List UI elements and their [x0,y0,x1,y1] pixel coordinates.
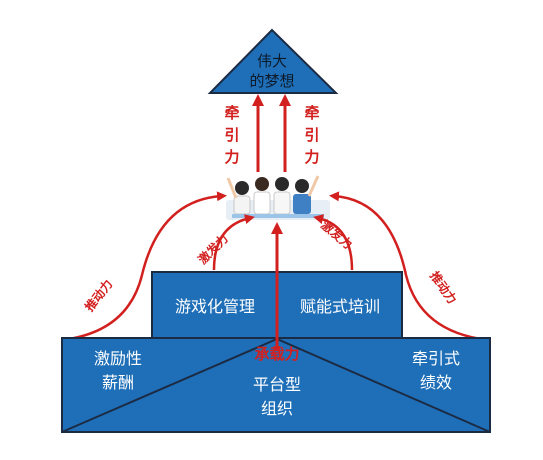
pull-label-right-2: 引 [304,126,319,144]
pull-label-left-2: 引 [224,126,239,144]
push-arrow-left [61,191,227,342]
apex-triangle [207,28,339,94]
inspire-arrow-right [313,214,354,271]
inspire-label-left: 激发力 [195,231,231,267]
base-center-line1: 平台型 [253,375,301,394]
pull-label-right-3: 力 [304,148,319,166]
inspire-label-right: 激发力 [318,217,355,252]
inspire-arrow-left [212,214,255,271]
base-left-line2: 薪酬 [102,373,134,392]
base-left-line1: 激励性 [94,349,142,368]
pull-label-right-1: 牵 [304,104,319,122]
pull-label-left-3: 力 [224,148,239,166]
base-center-line2: 组织 [261,399,293,418]
push-arrow-right [329,191,489,342]
apex-label-line1: 伟大 [257,52,287,70]
base-inner-triangle [61,337,491,433]
middle-label-left: 游戏化管理 [175,297,255,316]
base-right-line2: 绩效 [420,373,452,392]
push-label-right: 推动力 [427,268,460,306]
base-right-line1: 牵引式 [412,349,460,368]
team-people-illustration [226,175,330,220]
base-block [61,337,491,433]
middle-label-right: 赋能式培训 [300,297,380,316]
carry-force-label: 承载力 [254,345,299,363]
pull-label-left-1: 牵 [224,104,239,122]
push-label-left: 推动力 [81,276,115,314]
apex-label-line2: 的梦想 [249,72,294,90]
